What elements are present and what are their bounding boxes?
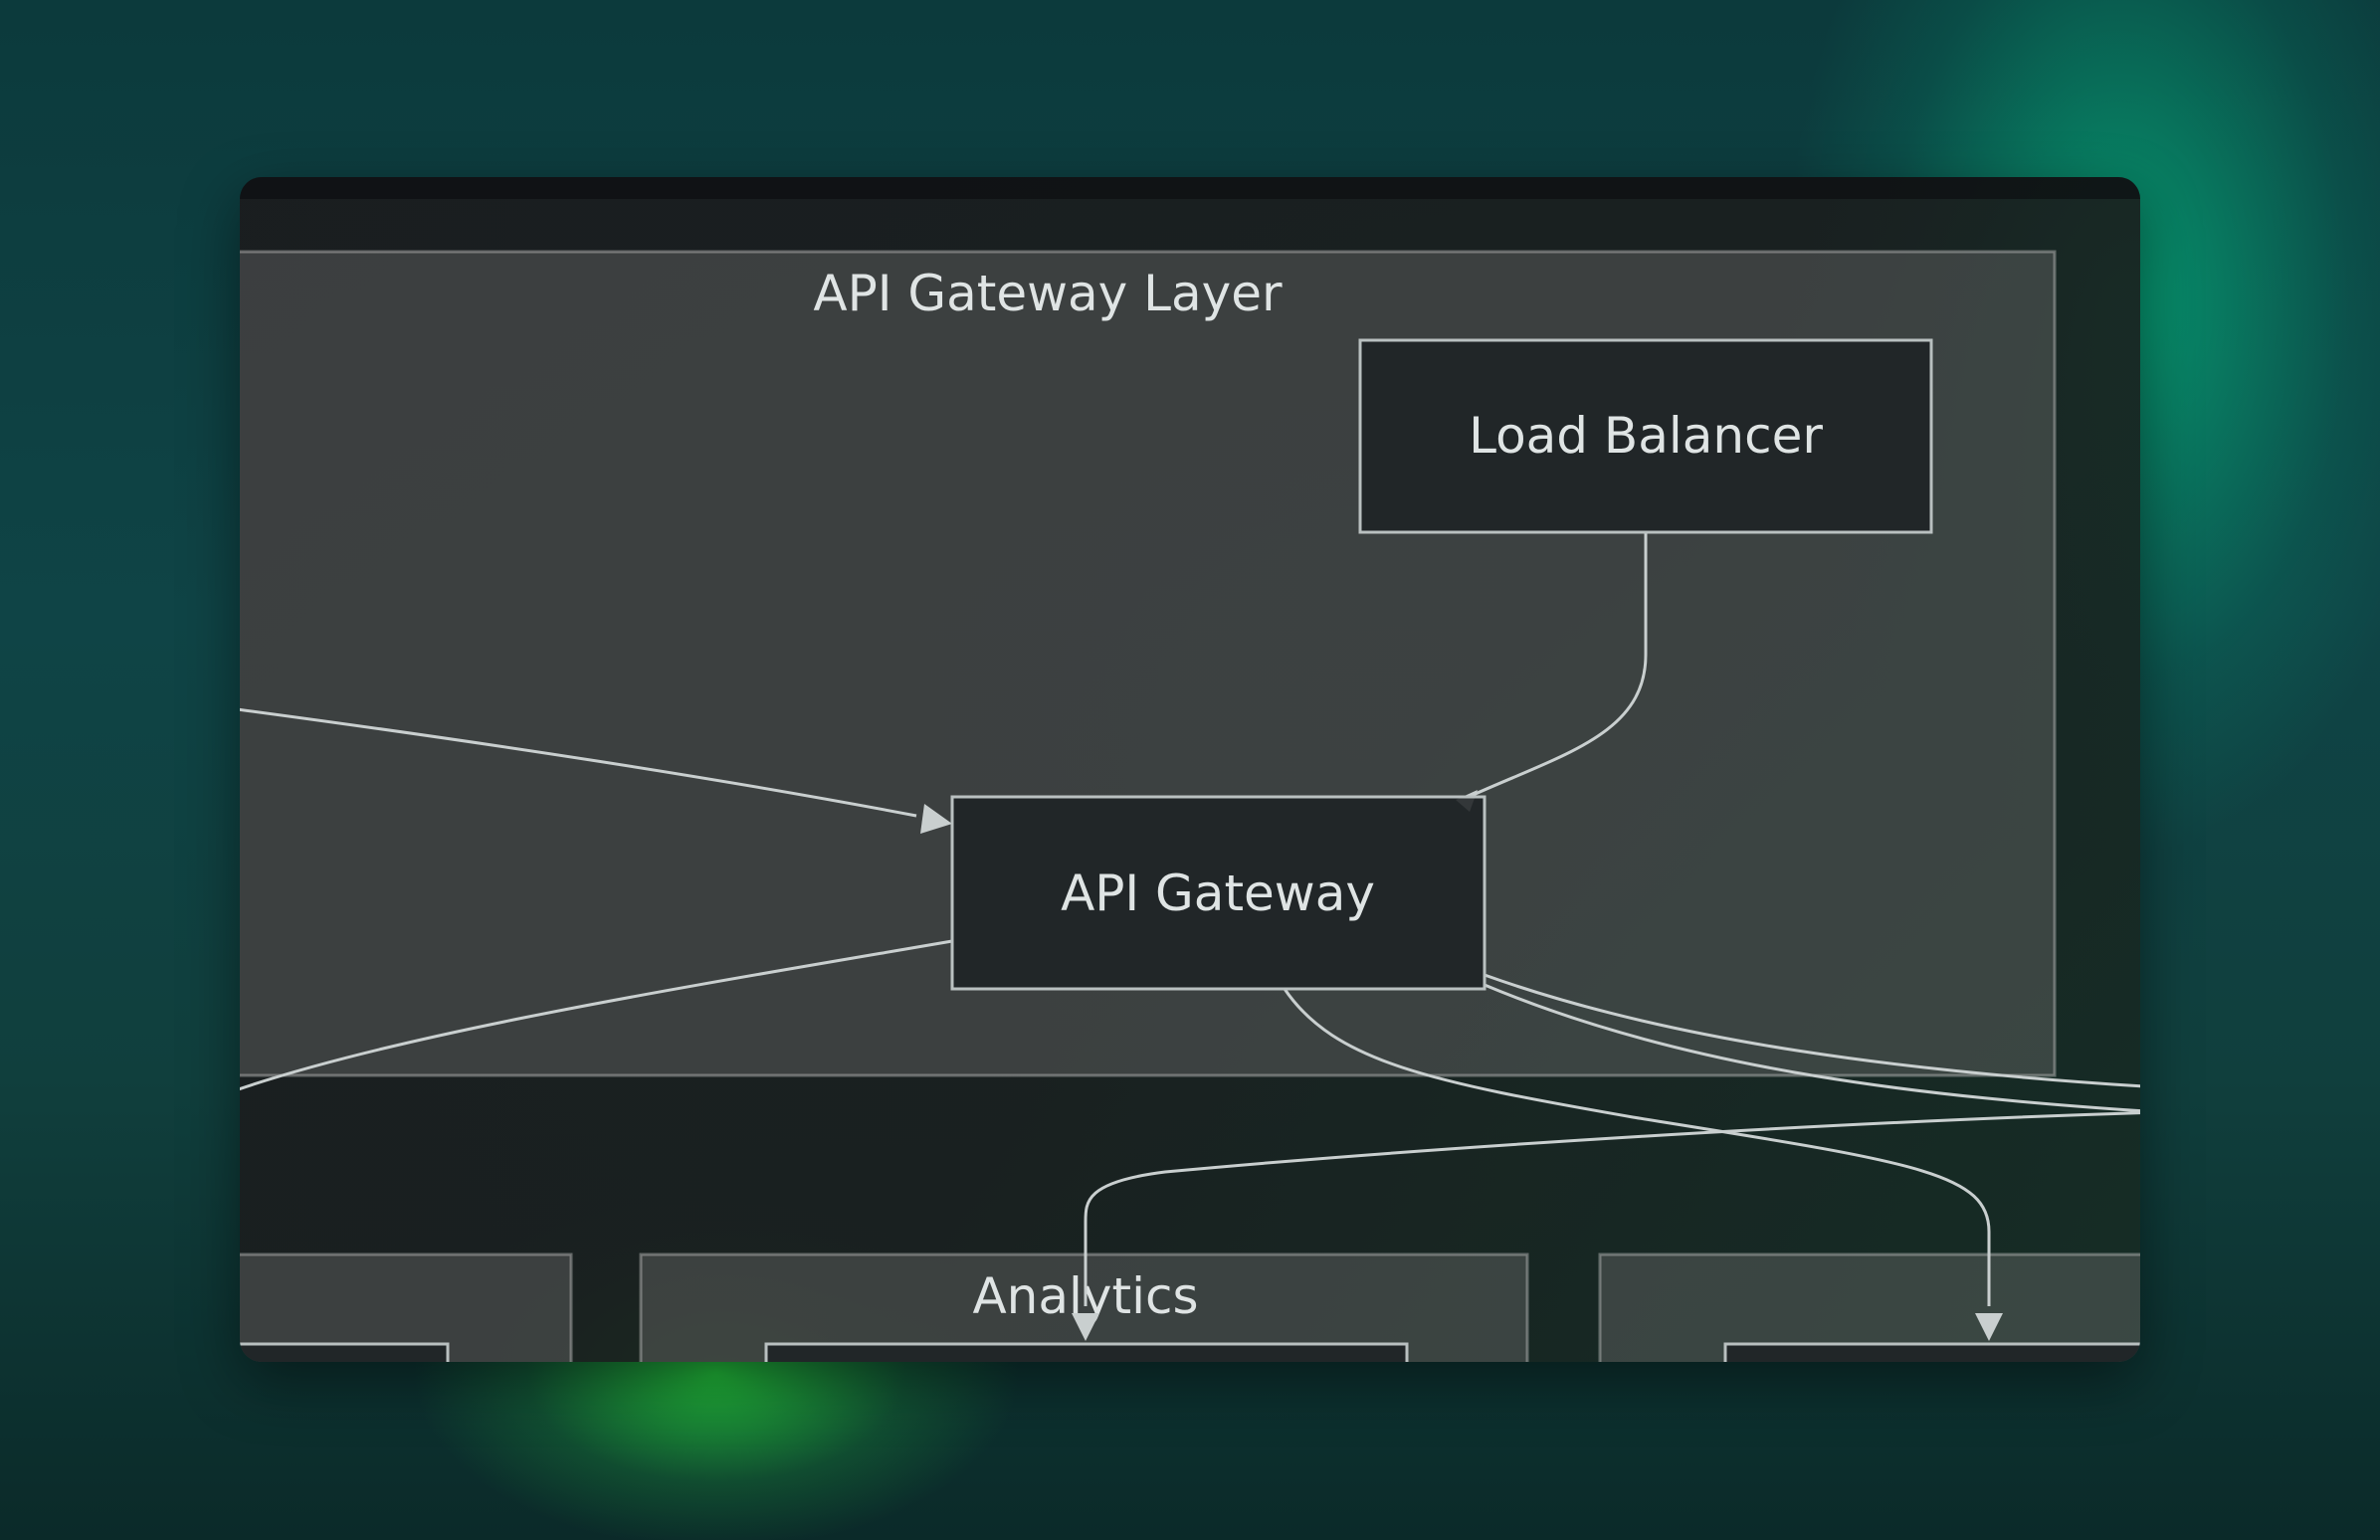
- api-gateway-label: API Gateway: [1061, 865, 1375, 922]
- edge-right-to-analytics: [1084, 1111, 2140, 1306]
- edge-api-gateway-to-right-cluster: [1283, 988, 1991, 1306]
- analytics-node: [764, 1342, 1409, 1362]
- edge-left-to-api-gateway: [240, 707, 917, 818]
- arrowhead-analytics: [1072, 1313, 1099, 1341]
- arrowhead-right-cluster: [1975, 1313, 2003, 1341]
- edge-api-gateway-to-left: [240, 939, 953, 1091]
- right-bottom-node: [1723, 1342, 2140, 1362]
- api-gateway-node: [950, 795, 1487, 991]
- api-gateway-layer-title: API Gateway Layer: [813, 265, 1283, 322]
- load-balancer-label: Load Balancer: [1469, 407, 1823, 465]
- architecture-diagram: API Gateway Layer Analytics Load Balance…: [240, 250, 2140, 1362]
- diagram-window: API Gateway Layer Analytics Load Balance…: [240, 177, 2140, 1362]
- window-top-strip: [240, 177, 2140, 199]
- edge-api-gateway-to-right-2: [1484, 983, 2140, 1113]
- edge-api-gateway-to-right-1: [1484, 973, 2140, 1088]
- load-balancer-node: [1358, 338, 1933, 534]
- edge-load-balancer-to-api-gateway: [1468, 532, 1648, 799]
- arrowhead-api-gateway-left: [920, 804, 952, 834]
- left-bottom-node: [240, 1342, 450, 1362]
